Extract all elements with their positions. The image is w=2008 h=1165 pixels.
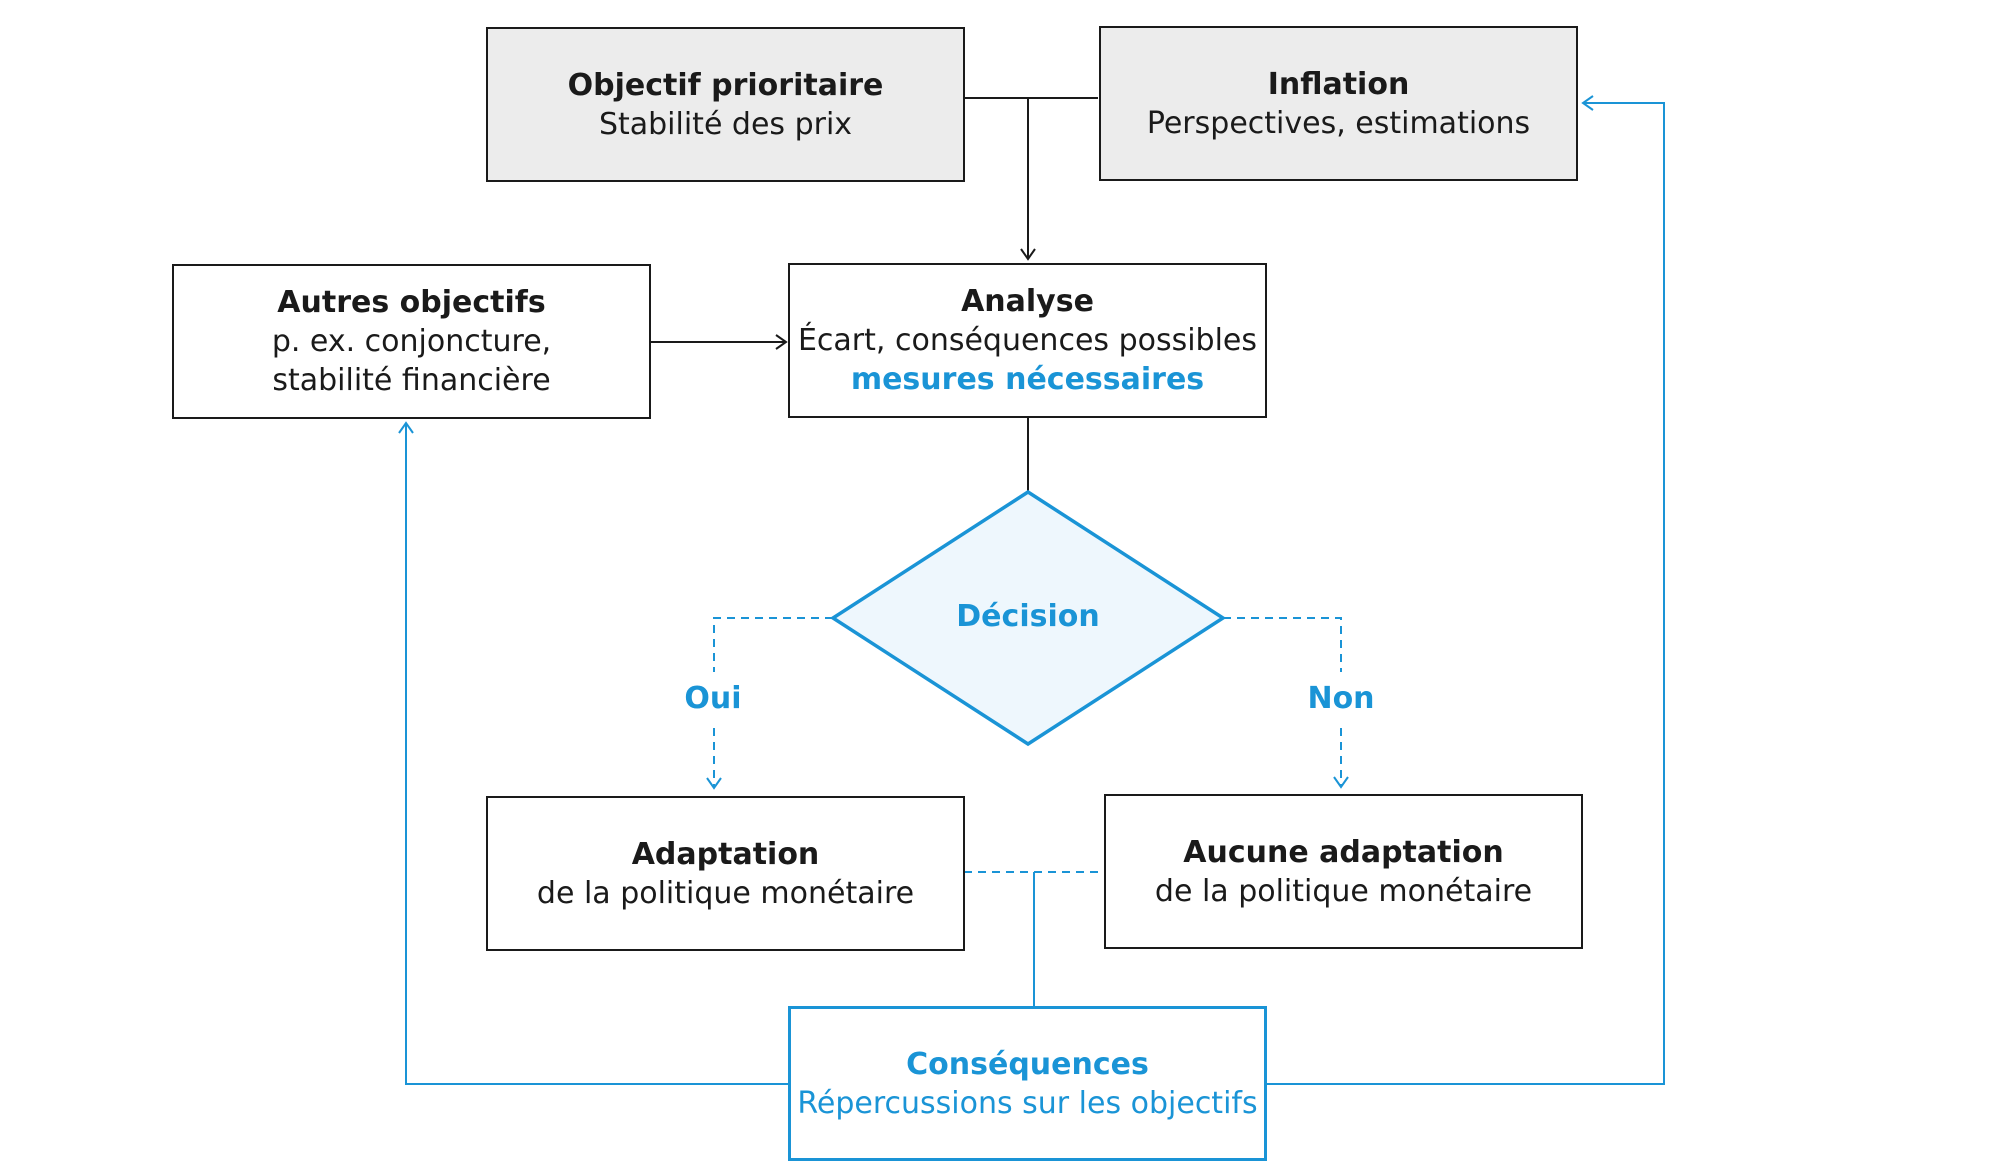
objectif-prioritaire-box: Objectif prioritaire Stabilité des prix xyxy=(486,27,965,182)
analyse-box: Analyse Écart, conséquences possibles me… xyxy=(788,263,1267,418)
aucune-title: Aucune adaptation xyxy=(1183,834,1504,870)
feedback-to-autres xyxy=(398,421,790,1085)
adaptation-title: Adaptation xyxy=(631,836,820,872)
non-label: Non xyxy=(1307,681,1375,716)
adaptation-line1: de la politique monétaire xyxy=(536,875,915,911)
decision-diamond xyxy=(829,489,1227,747)
consequences-title: Conséquences xyxy=(906,1046,1149,1082)
aucune-adaptation-box: Aucune adaptation de la politique monéta… xyxy=(1104,794,1583,949)
branch-oui-top xyxy=(713,617,833,672)
autres-line2: stabilité financière xyxy=(272,363,551,398)
analyse-line1: Écart, conséquences possibles xyxy=(797,323,1258,358)
branch-non-top xyxy=(1223,617,1342,672)
autres-objectifs-box: Autres objectifs p. ex. conjoncture, sta… xyxy=(172,264,651,419)
inflation-line1: Perspectives, estimations xyxy=(1146,105,1531,141)
consequences-line1: Répercussions sur les objectifs xyxy=(797,1085,1258,1121)
aucune-line1: de la politique monétaire xyxy=(1154,873,1533,909)
autres-title: Autres objectifs xyxy=(277,285,546,320)
autres-line1: p. ex. conjoncture, xyxy=(271,324,552,359)
consequences-box: Conséquences Répercussions sur les objec… xyxy=(788,1006,1267,1161)
feedback-to-inflation xyxy=(1266,95,1665,1085)
oui-label: Oui xyxy=(684,681,742,716)
objectif-line1: Stabilité des prix xyxy=(598,106,853,142)
decision-label: Décision xyxy=(956,599,1100,634)
adaptation-box: Adaptation de la politique monétaire xyxy=(486,796,965,951)
inflation-box: Inflation Perspectives, estimations xyxy=(1099,26,1578,181)
objectif-title: Objectif prioritaire xyxy=(567,67,884,103)
analyse-title: Analyse xyxy=(961,284,1094,319)
inflation-title: Inflation xyxy=(1267,66,1410,102)
analyse-line2: mesures nécessaires xyxy=(850,362,1205,397)
